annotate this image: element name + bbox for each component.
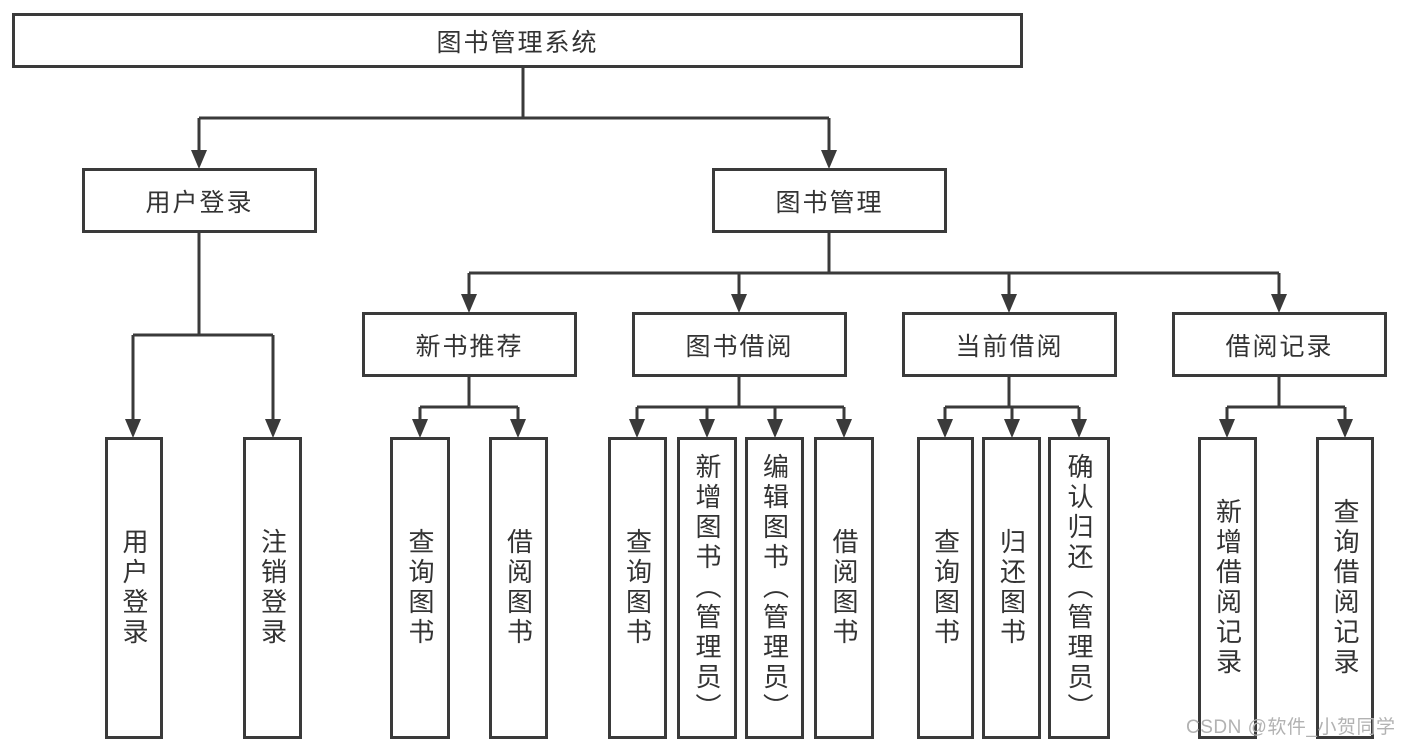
connector-current-to-leaves [937, 377, 1087, 438]
leaf-edit-books-admin: 编辑图书（管理员） [745, 437, 804, 739]
node-book-management: 图书管理 [712, 168, 947, 233]
csdn-watermark: CSDN @软件_小贺同学 [1186, 717, 1396, 738]
leaf-query-books-borrowing: 查询图书 [608, 437, 667, 739]
connector-records-to-leaves [1219, 377, 1353, 438]
connector-recommend-to-leaves [412, 377, 526, 438]
leaf-query-books-current: 查询图书 [917, 437, 974, 739]
node-book-borrowing: 图书借阅 [632, 312, 847, 377]
connector-login-to-leaves [125, 233, 281, 438]
connector-borrowing-to-leaves [629, 377, 852, 438]
node-library-management-system: 图书管理系统 [12, 13, 1023, 68]
connector-mgmt-to-level3 [461, 233, 1287, 313]
leaf-add-borrow-record: 新增借阅记录 [1198, 437, 1257, 739]
leaf-return-books: 归还图书 [982, 437, 1041, 739]
node-borrowing-records: 借阅记录 [1172, 312, 1387, 377]
leaf-confirm-return-admin: 确认归还（管理员） [1048, 437, 1110, 739]
leaf-add-books-admin: 新增图书（管理员） [677, 437, 737, 739]
leaf-logout: 注销登录 [243, 437, 302, 739]
connector-root-to-level2 [191, 68, 837, 169]
leaf-query-borrow-record: 查询借阅记录 [1316, 437, 1374, 739]
leaf-user-login: 用户登录 [105, 437, 163, 739]
node-user-login: 用户登录 [82, 168, 317, 233]
node-current-borrowing: 当前借阅 [902, 312, 1117, 377]
leaf-borrow-books-recommend: 借阅图书 [489, 437, 548, 739]
leaf-borrow-books-borrowing: 借阅图书 [814, 437, 874, 739]
node-new-book-recommendation: 新书推荐 [362, 312, 577, 377]
leaf-query-books-recommend: 查询图书 [390, 437, 450, 739]
